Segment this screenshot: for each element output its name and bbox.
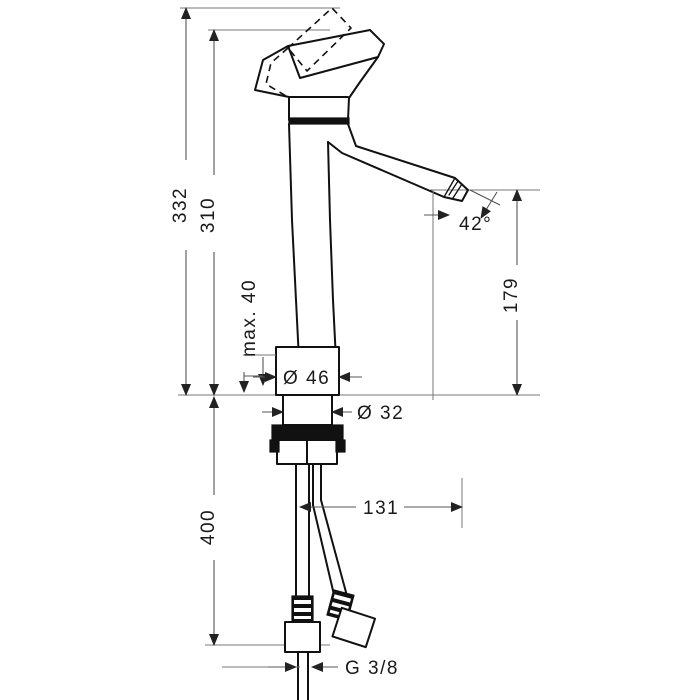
supply-hoses <box>295 463 351 619</box>
dimension-332: 332 <box>170 7 191 396</box>
dim-d32-label: Ø 32 <box>357 403 404 424</box>
dim-400-label: 400 <box>198 509 219 545</box>
dimension-g38: G 3/8 <box>222 658 399 679</box>
dimension-max40: max. 40 <box>239 279 276 396</box>
handle-lever <box>287 29 385 79</box>
dim-131-label: 131 <box>363 498 399 519</box>
mounting-washer <box>271 424 344 441</box>
dim-332-label: 332 <box>170 187 191 223</box>
base-collar <box>275 346 340 396</box>
connector-tails <box>297 651 309 700</box>
dim-179-label: 179 <box>501 277 522 313</box>
dim-310-label: 310 <box>198 197 219 233</box>
faucet-head <box>254 45 379 121</box>
faucet-drawing <box>254 7 469 700</box>
dimension-131: 131 <box>299 498 463 519</box>
dim-g38-label: G 3/8 <box>345 658 399 679</box>
shank <box>282 394 333 426</box>
dimension-d32: Ø 32 <box>262 403 404 424</box>
connector-nuts <box>284 606 377 653</box>
handle-raised-dashed <box>265 7 352 97</box>
dimension-42deg: 42° <box>424 189 501 400</box>
dimension-179: 179 <box>501 189 522 396</box>
mounting-nut <box>269 439 346 465</box>
dim-42deg-label: 42° <box>459 214 492 235</box>
dim-max40-label: max. 40 <box>239 279 260 357</box>
faucet-spout <box>327 123 469 202</box>
extension-lines <box>178 7 540 646</box>
dim-d46-label: Ø 46 <box>283 368 330 389</box>
dimension-310: 310 <box>198 29 219 396</box>
head-seam <box>288 117 350 125</box>
dimension-400: 400 <box>198 396 219 646</box>
dimension-d46: Ø 46 <box>253 368 362 389</box>
